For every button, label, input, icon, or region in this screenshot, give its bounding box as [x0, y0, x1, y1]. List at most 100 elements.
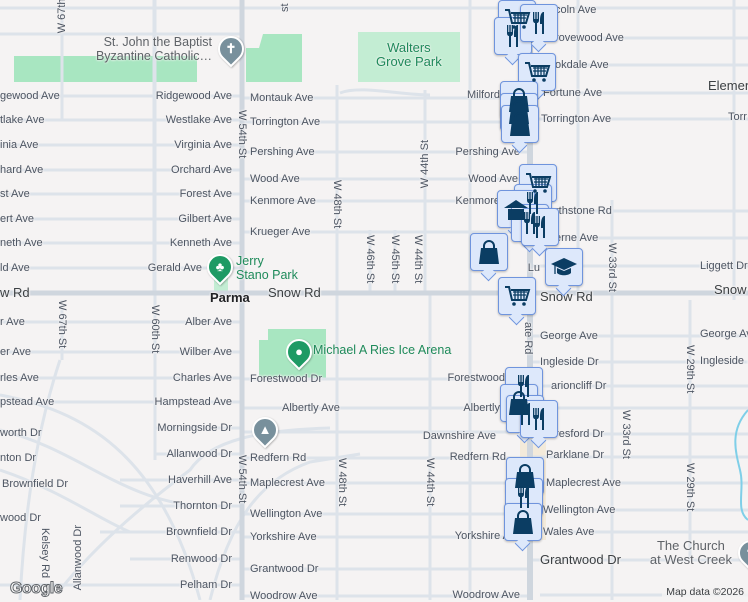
street-label: tlake Ave — [0, 114, 45, 126]
street-label: W 67th St — [56, 0, 68, 34]
road — [0, 428, 201, 508]
street-label: Wilber Ave — [179, 346, 232, 358]
marker-fork-knife[interactable] — [520, 400, 558, 438]
street-label: Torrington Ave — [250, 116, 321, 128]
place-jerry-stano-label[interactable]: Jerry Stano Park — [236, 254, 298, 282]
street-label: W 33rd St — [620, 410, 632, 459]
street-label: W 33rd St — [606, 243, 618, 292]
marker-bag[interactable] — [506, 457, 544, 495]
street-label: Kelsey Rd — [39, 528, 51, 579]
place-name: at West Creek — [649, 552, 732, 567]
street-label: okdale Ave — [555, 59, 609, 71]
street-label: Charles Ave — [172, 372, 232, 384]
park-area — [14, 56, 197, 82]
street-label: Pelham Dr — [180, 579, 232, 591]
fork-knife-icon — [527, 192, 538, 214]
marker-bag[interactable] — [504, 503, 542, 541]
street-label: Elemen — [708, 78, 748, 93]
street-label: Wellington Ave — [543, 504, 616, 516]
street-label: Haverhill Ave — [168, 474, 232, 486]
place-name: Stano Park — [236, 268, 298, 282]
street-label: Pershing Ave — [250, 146, 315, 158]
marker-fork-knife[interactable] — [520, 4, 558, 42]
street-label: Alber Ave — [185, 316, 232, 328]
marker-fork-knife[interactable] — [494, 17, 532, 55]
street-label: Wood Ave — [468, 173, 518, 185]
marker-bag[interactable] — [501, 105, 539, 143]
marker-bag[interactable] — [470, 233, 508, 271]
park-area — [246, 34, 302, 82]
street-label: Wood Ave — [250, 173, 300, 185]
place-walters-grove-label[interactable]: Walters Grove Park — [376, 41, 442, 69]
street-label: rovewood Ave — [555, 32, 624, 44]
park-walters-grove — [358, 32, 460, 82]
street-label: Wellington Ave — [250, 508, 323, 520]
street-label: Brownfield Dr — [165, 526, 232, 538]
bag-icon — [515, 464, 535, 488]
street-label: W 44th St — [424, 458, 436, 507]
street-label: w Rd — [0, 285, 30, 300]
street-label: Forestwood Dr — [250, 373, 323, 385]
street-label: ert Ave — [0, 213, 35, 225]
place-ice-arena-label[interactable]: Michael A Ries Ice Arena — [313, 343, 451, 357]
street-label: arioncliff Dr — [551, 380, 607, 392]
place-name: Jerry — [236, 254, 264, 268]
street-label: eresford Dr — [549, 428, 605, 440]
street-label: Krueger Ave — [250, 226, 311, 238]
street-label: Snow Rd — [540, 289, 593, 304]
fork-knife-icon — [507, 25, 518, 47]
street-label: Yorkshire A — [454, 530, 510, 542]
bag-icon — [479, 240, 499, 264]
street-label: Wales Ave — [543, 526, 595, 538]
street-label: Ingleside Dr — [700, 355, 748, 367]
creek — [734, 409, 748, 521]
street-label: Grantwood Dr — [540, 552, 621, 567]
street-label: Hampstead Ave — [154, 396, 232, 408]
place-name: Byzantine Catholic… — [95, 49, 212, 63]
street-label: W 45th St — [389, 235, 401, 284]
bag-icon — [513, 510, 533, 534]
street-label: W 44th St — [419, 140, 431, 189]
street-label: gewood Ave — [0, 90, 60, 102]
place-name: St. John the Baptist — [103, 35, 212, 49]
street-label: George Ave — [540, 330, 598, 342]
marker-graduation-cap[interactable] — [545, 248, 583, 286]
home-icon — [504, 200, 528, 220]
street-label: Kenmore Ave — [250, 195, 316, 207]
road — [208, 452, 361, 600]
street-label: Snow Rd — [714, 282, 748, 297]
street-label: Albertly Ave — [282, 402, 340, 414]
street-label: Forest Ave — [179, 188, 232, 200]
marker-cart[interactable] — [498, 277, 536, 315]
street-label: Ridgewood Ave — [155, 90, 232, 102]
fork-knife-icon — [533, 12, 544, 34]
fork-knife-icon — [524, 212, 535, 234]
street-label: erne Ave — [555, 232, 599, 244]
street-label: Parklane Dr — [546, 449, 605, 461]
street-label: Virginia Ave — [174, 139, 232, 151]
street-label: ate Rd — [522, 322, 534, 355]
street-label: rles Ave — [0, 372, 39, 384]
street-label: Maplecrest Ave — [546, 477, 622, 489]
marker-fork-knife[interactable] — [521, 208, 559, 246]
street-label: Woodrow Ave — [452, 589, 520, 601]
fork-knife-icon — [534, 216, 545, 238]
street-label: Torrington Ave — [541, 113, 612, 125]
street-label: neth Ave — [0, 237, 43, 249]
street-label: worth Dr — [0, 427, 42, 439]
street-label: wood Dr — [0, 512, 41, 524]
place-st-john-label[interactable]: St. John the Baptist Byzantine Catholic… — [96, 35, 212, 63]
bag-icon — [510, 112, 530, 136]
street-label: W 29th St — [684, 345, 696, 394]
street-label: W 44th St — [412, 235, 424, 284]
fork-knife-icon — [519, 403, 530, 425]
street-label: Allanwood Dr — [166, 448, 232, 460]
area-label: Parma — [210, 290, 250, 305]
place-west-creek-church-label[interactable]: The Church at West Creek — [650, 539, 732, 567]
map-attribution[interactable]: Map data ©2026 — [662, 585, 748, 599]
street-label: coln Ave — [555, 4, 597, 16]
marker-cart[interactable] — [518, 53, 556, 91]
street-label: Kenmore — [455, 195, 500, 207]
